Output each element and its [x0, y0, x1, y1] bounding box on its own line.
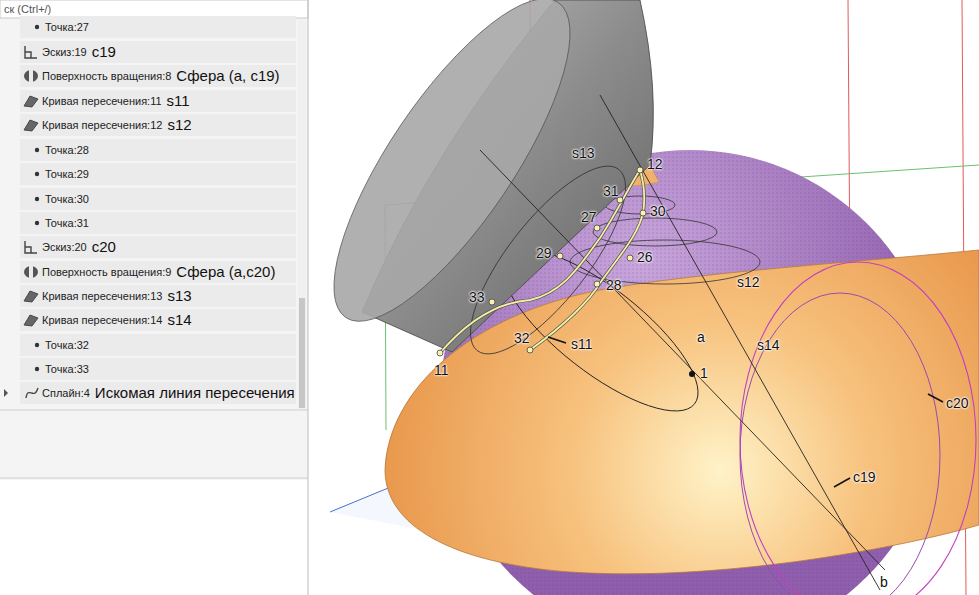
callout-label: 29 [536, 246, 552, 261]
point-icon [35, 343, 39, 347]
surface-icon [24, 70, 38, 82]
tree-item: Поверхность вращения:9 [42, 266, 171, 278]
tree-item: Точка:33 [45, 363, 89, 375]
divider [0, 478, 308, 479]
spline-icon [26, 388, 38, 398]
tree-row [20, 358, 296, 380]
panel-ground [0, 0, 308, 480]
callout-label: s12 [737, 275, 760, 290]
search-box [0, 0, 308, 18]
callout-label: b [880, 575, 888, 590]
tree-row [20, 236, 296, 258]
tree-item: Кривая пересечения:12 [42, 119, 162, 131]
curve-icon [24, 120, 38, 131]
point-icon [35, 148, 39, 152]
tree-row [20, 212, 296, 234]
tree-row [20, 90, 296, 112]
point-icon [35, 172, 39, 176]
tree-item: Кривая пересечения:11 [42, 95, 162, 107]
tree-item: Кривая пересечения:13 [42, 290, 162, 302]
callout-label: 30 [650, 204, 666, 219]
tree-row [20, 163, 296, 185]
tree-row [20, 261, 296, 283]
callout-label: 32 [514, 331, 530, 346]
tree-item: Поверхность вращения:8 [42, 70, 171, 82]
callout-label: a [697, 330, 705, 345]
callout-label: s14 [757, 338, 780, 353]
tree-row [20, 114, 296, 136]
point-icon [35, 25, 39, 29]
tree-row [20, 188, 296, 210]
curve-icon [24, 291, 38, 302]
tree-item: Точка:29 [45, 168, 89, 180]
tree-item: Точка:28 [45, 144, 89, 156]
point-icon [35, 221, 39, 225]
callout-label: c20 [946, 396, 969, 411]
tree-item: Точка:27 [45, 21, 89, 33]
tree-item: Эскиз:19 [42, 46, 87, 58]
tree-item: Эскиз:20 [42, 241, 87, 253]
tree-row [20, 382, 296, 404]
callout-label: 26 [637, 250, 653, 265]
item-annotation: s12 [167, 117, 191, 134]
tree-row [20, 309, 296, 331]
item-annotation: Искомая линия пересечения [95, 385, 295, 402]
item-annotation: c19 [92, 44, 116, 61]
expand-arrow [4, 389, 8, 397]
tree-item: Кривая пересечения:14 [42, 314, 162, 326]
sketch-icon [25, 46, 37, 58]
tree-row [20, 41, 296, 63]
search-placeholder: ск (Ctrl+/) [4, 3, 51, 15]
item-annotation: s13 [167, 288, 191, 305]
item-annotation: s14 [167, 312, 191, 329]
tree-item: Точка:30 [45, 193, 89, 205]
scroll-thumb [299, 298, 305, 408]
tree-row [20, 139, 296, 161]
surface-icon [29, 70, 33, 82]
point-icon [35, 367, 39, 371]
scrollbar [298, 20, 306, 410]
panel-border [308, 0, 309, 595]
tree-item: Точка:31 [45, 217, 89, 229]
callout-label: s13 [572, 146, 595, 161]
tree-row [20, 16, 296, 38]
callout-label: 27 [581, 210, 597, 225]
surface-icon [29, 266, 33, 278]
curve-icon [24, 315, 38, 326]
callout-label: s11 [571, 337, 593, 352]
tree-item: Сплайн:4 [42, 387, 90, 399]
curve-icon [24, 96, 38, 107]
item-annotation: s11 [167, 93, 190, 110]
tree-item: Точка:32 [45, 339, 89, 351]
item-annotation: Сфера (a, c19) [176, 68, 279, 85]
tree-row [20, 334, 296, 356]
divider [0, 410, 308, 411]
callout-label: 1 [700, 366, 708, 381]
callout-label: 31 [603, 184, 619, 199]
callout-label: 33 [469, 290, 485, 305]
callout-label: 11 [434, 363, 449, 378]
surface-icon [24, 266, 38, 278]
tree-row [20, 285, 296, 307]
callout-label: 12 [647, 157, 663, 172]
sketch-icon [25, 241, 37, 253]
item-annotation: c20 [92, 239, 116, 256]
point-icon [35, 197, 39, 201]
callout-label: 28 [606, 278, 622, 293]
item-annotation: Сфера (a,c20) [176, 264, 275, 281]
callout-label: c19 [853, 470, 876, 485]
tree-row [20, 65, 296, 87]
